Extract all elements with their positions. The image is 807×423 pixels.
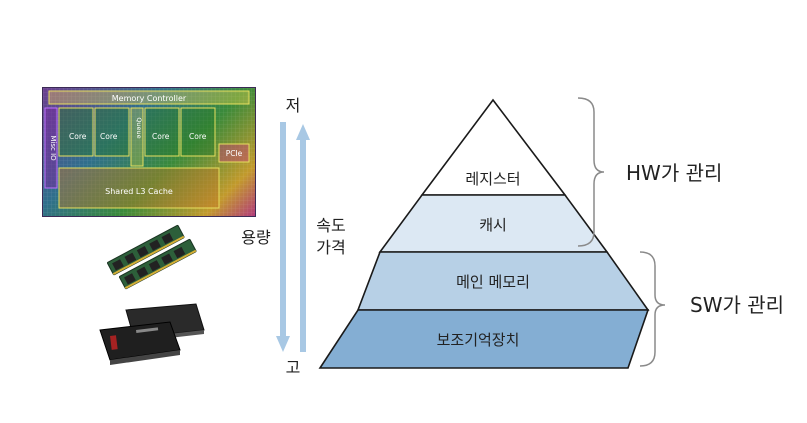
axis-top-label: 저 (286, 96, 301, 115)
queue-label: Queue (135, 117, 143, 138)
ram-image (100, 220, 200, 295)
price-label: 가격 (316, 238, 345, 257)
cpu-die-drawing: Memory Controller Misc IO Core Core Core… (43, 88, 255, 216)
pyramid-label-main-memory: 메인 메모리 (456, 273, 530, 291)
ssd-image (96, 300, 206, 370)
core-label-1: Core (69, 132, 87, 141)
memory-controller-label: Memory Controller (112, 94, 187, 103)
pyramid-label-cache: 캐시 (479, 216, 507, 234)
pyramid-label-register: 레지스터 (465, 170, 520, 188)
core-label-2: Core (100, 132, 118, 141)
speed-arrow-head (296, 124, 310, 140)
sw-bracket (639, 251, 666, 367)
core-label-4: Core (189, 132, 207, 141)
core-label-3: Core (152, 132, 170, 141)
misc-io-label: Misc IO (49, 135, 57, 161)
cpu-die-image: Memory Controller Misc IO Core Core Core… (42, 87, 256, 217)
speed-label: 속도 (316, 216, 345, 235)
hw-managed-label: HW가 관리 (626, 161, 722, 185)
axis-bottom-label: 고 (286, 358, 301, 377)
sw-managed-label: SW가 관리 (690, 293, 784, 317)
capacity-label: 용량 (241, 228, 271, 247)
pyramid-level-secondary-storage (318, 309, 650, 369)
hw-bracket (577, 97, 605, 247)
l3-cache-label: Shared L3 Cache (105, 187, 173, 196)
pyramid-label-secondary-storage: 보조기억장치 (437, 331, 520, 349)
pcie-label: PCIe (226, 149, 243, 158)
capacity-arrow-head (276, 336, 290, 352)
